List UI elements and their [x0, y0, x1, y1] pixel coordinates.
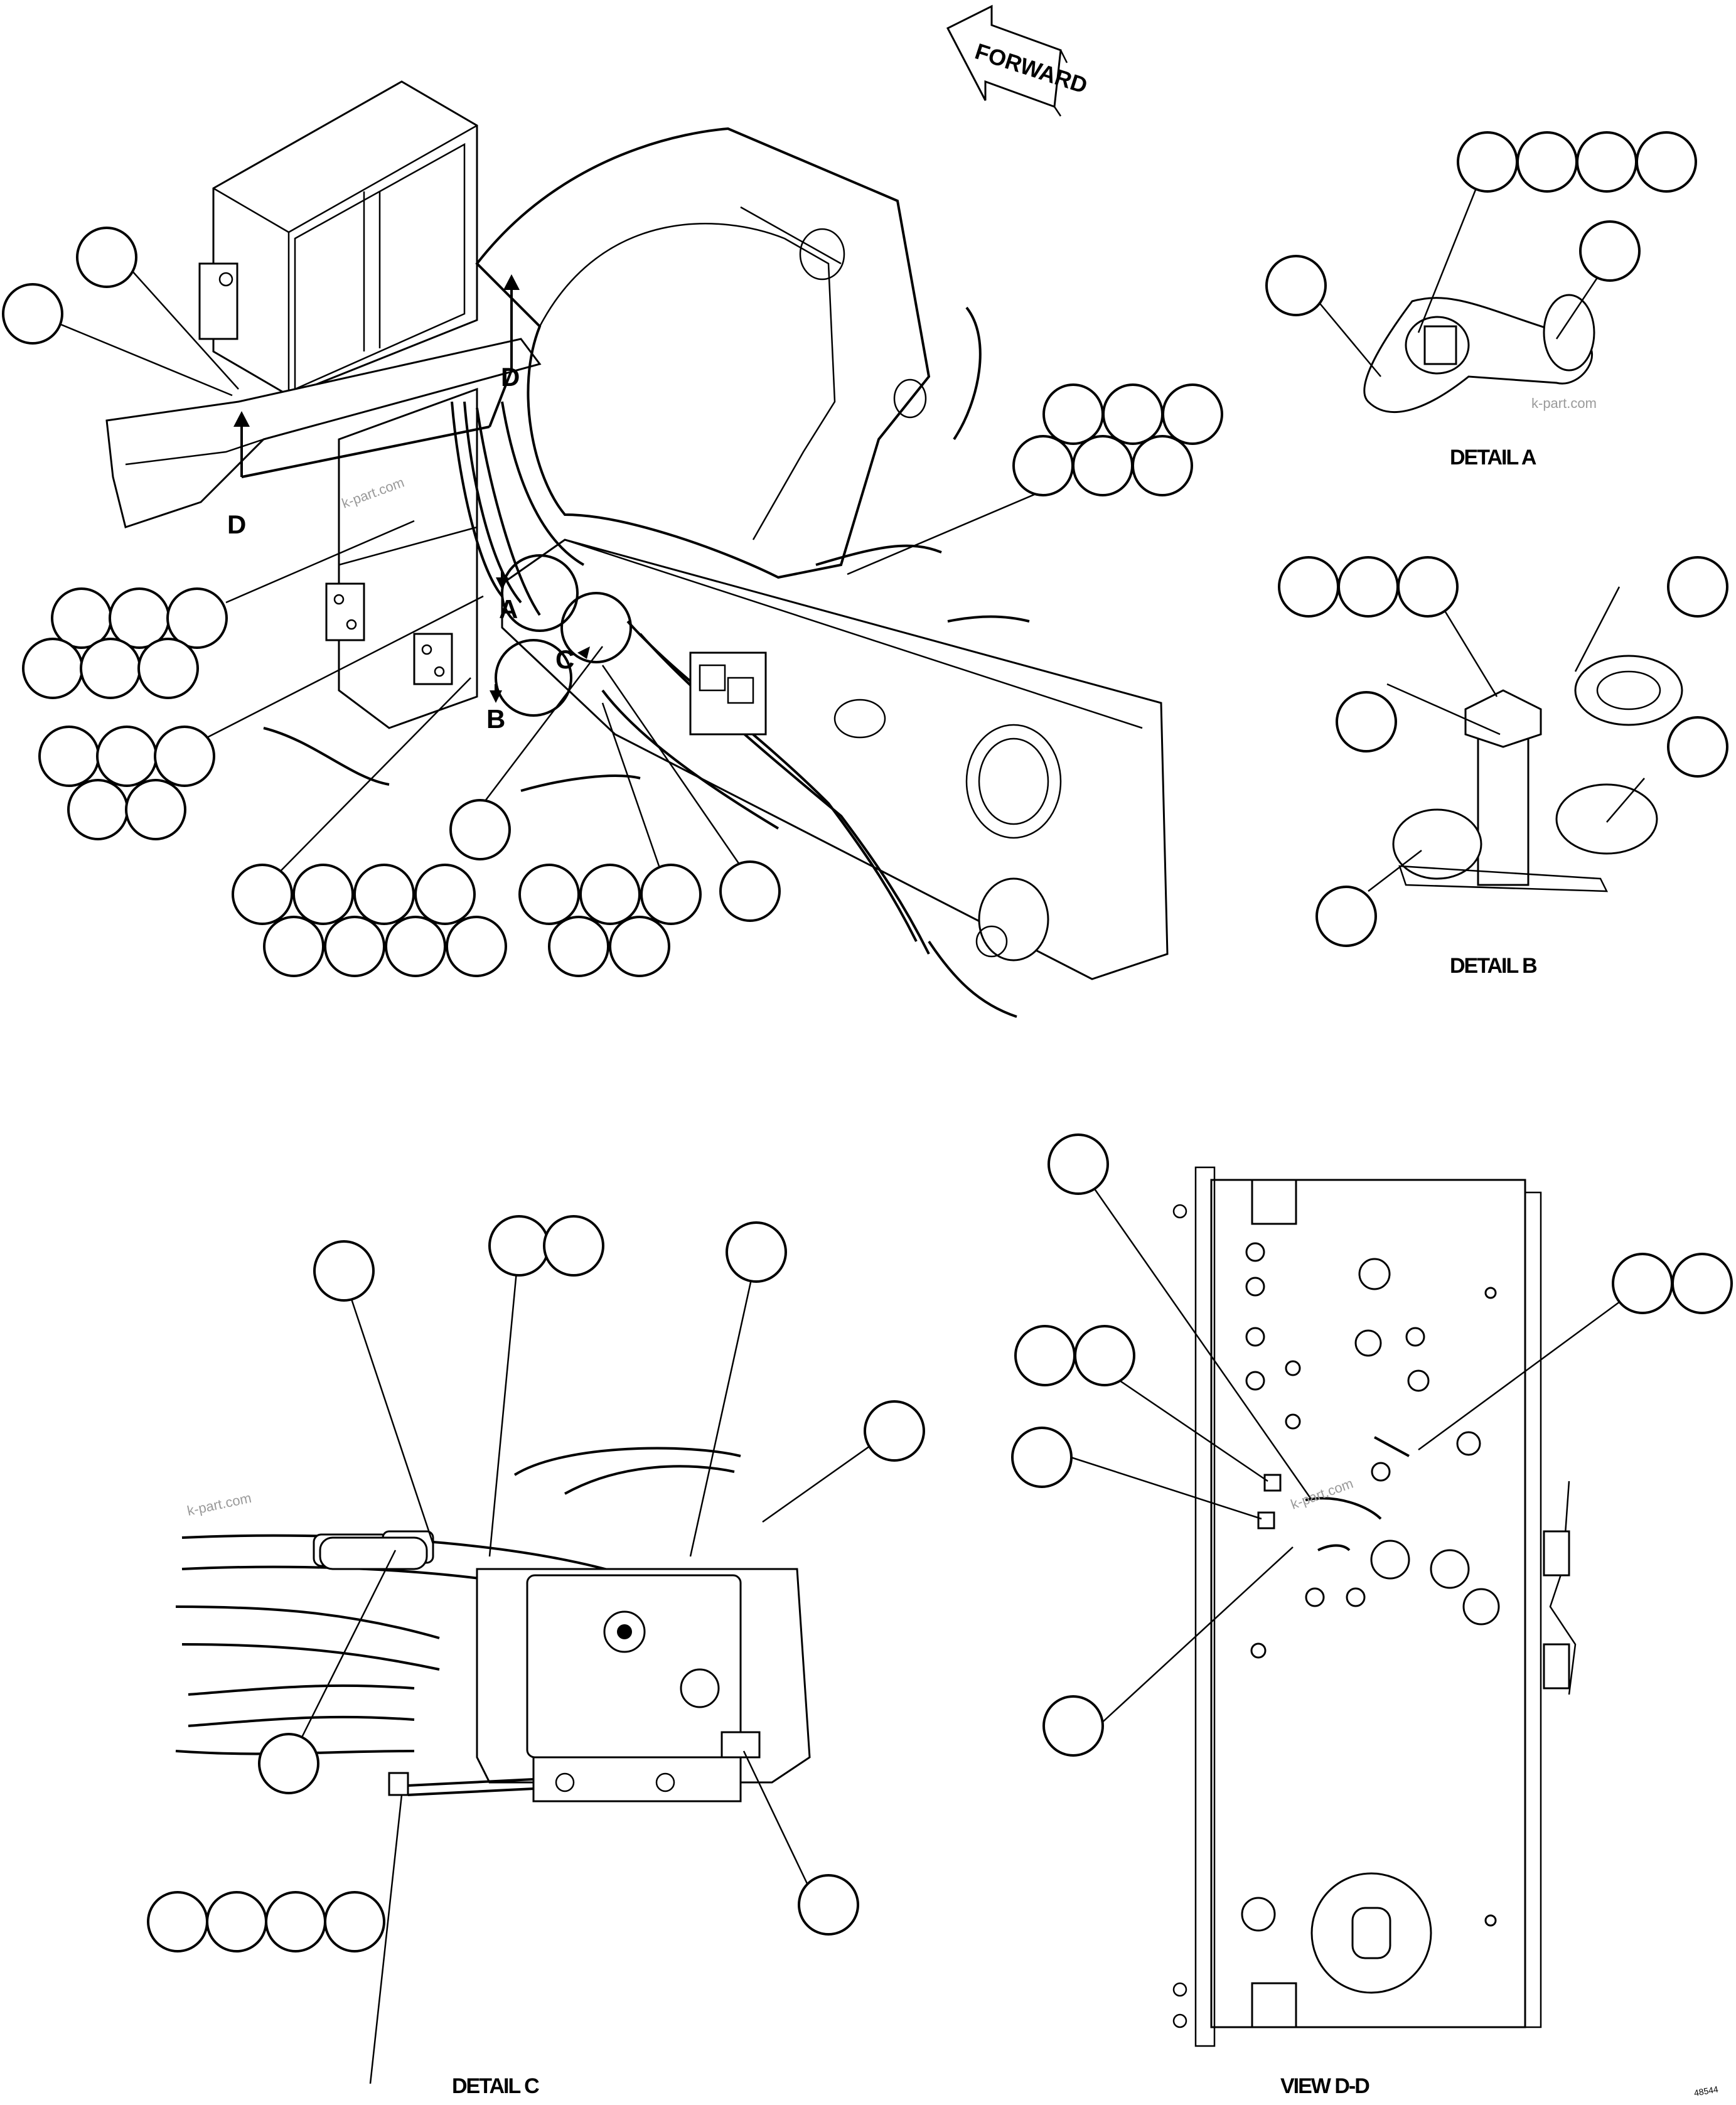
callout-bubble	[147, 1891, 208, 1952]
callout-bubble	[1397, 556, 1459, 618]
callout-bubble	[1265, 255, 1327, 316]
callout-bubble	[1336, 691, 1397, 753]
callout-bubble	[1612, 1253, 1673, 1314]
callout-bubble	[1047, 1133, 1109, 1195]
callout-bubble	[1042, 383, 1104, 445]
callout-bubble	[1102, 383, 1164, 445]
callout-bubble	[206, 1891, 267, 1952]
callout-bubble	[1278, 556, 1339, 618]
callout-bubble	[726, 1221, 787, 1283]
drawing-number: 48544	[1693, 2084, 1719, 2098]
callout-bubble	[125, 779, 186, 840]
callout-bubble	[449, 799, 511, 860]
callout-bubble	[353, 864, 415, 925]
forward-arrow-icon: FORWARD	[946, 4, 1091, 117]
callout-bubble	[67, 779, 129, 840]
callout-bubble	[166, 587, 228, 649]
callout-bubble	[96, 726, 158, 787]
callout-bubble	[609, 916, 670, 977]
callout-bubble	[154, 726, 215, 787]
callout-bubble	[1072, 435, 1133, 496]
callout-bubble	[864, 1400, 925, 1462]
callout-bubble	[518, 864, 580, 925]
callout-bubble	[1014, 1325, 1076, 1386]
view-dd-panel: k-part.com VIEW D-D 48544	[1066, 1166, 1719, 2098]
callout-bubble	[1667, 716, 1728, 778]
callout-bubble	[719, 860, 781, 922]
callout-bubble	[1132, 435, 1193, 496]
view-dd-caption: VIEW D-D	[1280, 2074, 1369, 2098]
callout-bubble	[1576, 131, 1637, 193]
callout-bubble	[543, 1215, 604, 1277]
callout-bubble	[579, 864, 641, 925]
detail-b-caption: DETAIL B	[1450, 954, 1537, 978]
callout-bubble	[1457, 131, 1518, 193]
callout-bubble	[258, 1733, 319, 1794]
callout-bubble	[80, 638, 141, 699]
watermark-detail-a: k-part.com	[1531, 395, 1597, 411]
callout-bubble	[488, 1215, 550, 1277]
callout-bubble	[265, 1891, 326, 1952]
detail-c-view: k-part.com DETAIL C	[175, 1258, 892, 2098]
callout-bubble	[1042, 1695, 1104, 1757]
callout-bubble	[414, 864, 476, 925]
callout-bubble	[324, 916, 385, 977]
detail-a-view: k-part.com DETAIL A	[1317, 175, 1608, 469]
detail-ref-a-label: A	[499, 594, 518, 624]
callout-bubble	[1337, 556, 1399, 618]
section-d-top-label: D	[501, 362, 520, 392]
callout-bubble	[1516, 131, 1578, 193]
callout-bubble	[38, 726, 100, 787]
callout-bubble	[76, 227, 137, 288]
view-dd-fittings	[1245, 1242, 1500, 1927]
detail-a-caption: DETAIL A	[1450, 446, 1536, 469]
callout-bubble	[313, 1240, 375, 1302]
callout-bubble	[1074, 1325, 1135, 1386]
callout-bubbles	[2, 131, 1733, 1952]
callout-bubble	[1579, 220, 1641, 282]
callout-bubble	[1671, 1253, 1733, 1314]
detail-b-view: DETAIL B	[1368, 586, 1683, 978]
callout-bubble	[1667, 556, 1728, 618]
callout-bubble	[232, 864, 293, 925]
callout-bubble	[22, 638, 83, 699]
callout-bubble	[2, 283, 63, 345]
detail-ref-c-label: C	[555, 645, 574, 674]
callout-bubble	[263, 916, 324, 977]
detail-c-caption: DETAIL C	[452, 2074, 539, 2098]
callout-bubble	[1315, 886, 1377, 947]
callout-bubble	[324, 1891, 385, 1952]
callout-bubble	[548, 916, 609, 977]
electrical-box	[198, 80, 478, 397]
callout-bubble	[292, 864, 354, 925]
section-d-bottom-label: D	[227, 510, 246, 539]
callout-bubble	[137, 638, 199, 699]
callout-bubble	[1011, 1427, 1073, 1488]
main-assembly-view: D D A B C k-part.com	[50, 80, 1169, 1018]
callout-bubble	[385, 916, 446, 977]
callout-bubble	[798, 1874, 859, 1936]
callout-bubble	[1636, 131, 1697, 193]
callout-bubble	[446, 916, 507, 977]
callout-bubble	[1012, 435, 1074, 496]
callout-bubble	[1162, 383, 1223, 445]
watermark-detail-c: k-part.com	[186, 1490, 253, 1519]
detail-ref-b-label: B	[486, 704, 505, 734]
callout-bubble	[640, 864, 702, 925]
